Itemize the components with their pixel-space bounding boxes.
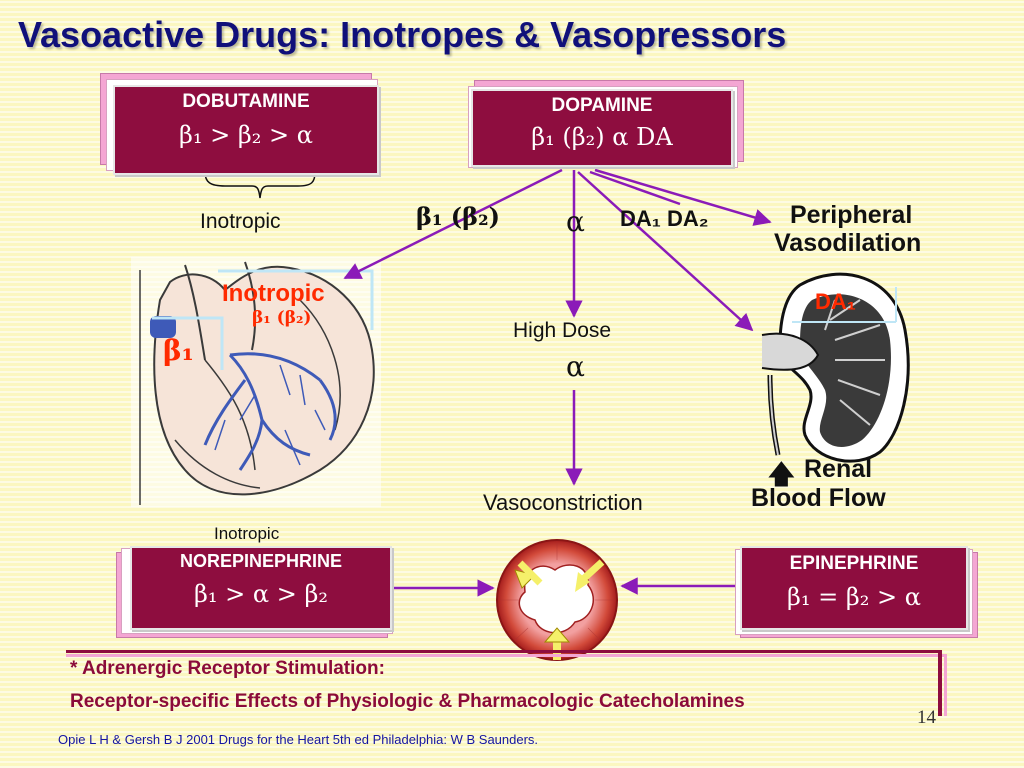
dopamine-formula: β₁ (β₂) α DA	[531, 123, 673, 151]
norepinephrine-box: NOREPINEPHRINE β₁ > α > β₂	[116, 546, 396, 640]
caption-line1: * Adrenergic Receptor Stimulation:	[70, 658, 385, 679]
heart-beta-label: β₁ (β₂)	[252, 308, 312, 328]
caption-rule	[66, 650, 947, 716]
alpha-branch-label: α	[566, 205, 585, 238]
brace	[204, 171, 316, 199]
dopamine-box: DOPAMINE β₁ (β₂) α DA	[462, 80, 747, 172]
high-dose-label: High Dose	[513, 319, 612, 342]
peripheral-vasodilation-line2: Vasodilation	[774, 229, 922, 257]
epinephrine-formula: β₁ = β₂ > α	[787, 583, 921, 611]
dobutamine-name: DOBUTAMINE	[182, 91, 310, 112]
norepinephrine-name: NOREPINEPHRINE	[179, 551, 343, 571]
norepinephrine-formula: β₁ > α > β₂	[194, 580, 328, 608]
arrows	[343, 168, 772, 597]
kidney-da1-label: DA₁	[815, 289, 856, 314]
inotropic-label-top: Inotropic	[200, 210, 281, 233]
high-dose-alpha-label: α	[566, 350, 585, 383]
caption-line2: Receptor-specific Effects of Physiologic…	[70, 691, 745, 712]
epinephrine-name: EPINEPHRINE	[789, 553, 919, 574]
vessel-cross-section	[496, 539, 618, 661]
inotropic-label-norepi: Inotropic	[214, 524, 280, 543]
dopamine-name: DOPAMINE	[551, 95, 653, 116]
page-number: 14	[917, 707, 936, 728]
renal-label-line2: Blood Flow	[751, 484, 886, 512]
beta-branch-label: β₁ (β₂)	[416, 202, 500, 231]
renal-label-line1: Renal	[804, 455, 873, 483]
dobutamine-box: DOBUTAMINE β₁ > β₂ > α	[100, 73, 382, 175]
vasoconstriction-label: Vasoconstriction	[483, 490, 643, 515]
da-branch-label: DA₁ DA₂	[620, 206, 709, 231]
dobutamine-formula: β₁ > β₂ > α	[179, 121, 313, 149]
citation: Opie L H & Gersh B J 2001 Drugs for the …	[58, 732, 539, 747]
heart-illustration	[131, 257, 381, 507]
peripheral-vasodilation-line1: Peripheral	[790, 201, 913, 229]
up-arrow-icon: 🡅	[768, 459, 795, 489]
heart-inotropic-label: Inotropic	[222, 280, 325, 307]
kidney-illustration	[761, 272, 910, 463]
epinephrine-box: EPINEPHRINE β₁ = β₂ > α	[730, 546, 980, 640]
heart-beta1-label: β₁	[163, 334, 194, 367]
slide-title: Vasoactive Drugs: Inotropes & Vasopresso…	[18, 14, 787, 55]
